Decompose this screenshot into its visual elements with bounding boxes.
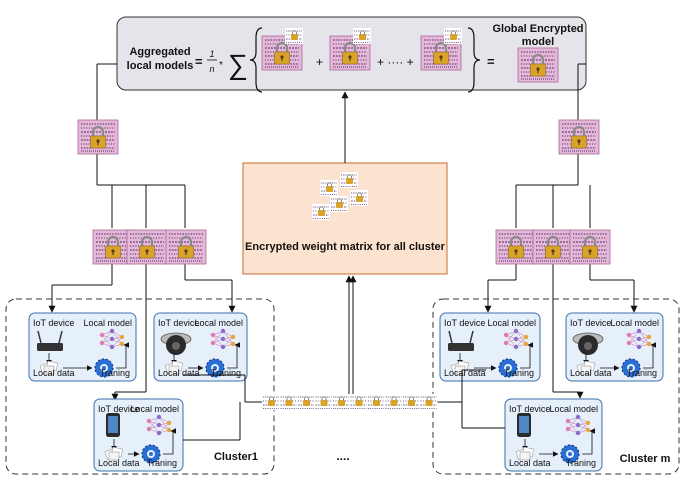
encrypted-weights-strip xyxy=(261,275,438,411)
local-data-label: Local data xyxy=(509,458,551,468)
iot-device-label: IoT device xyxy=(444,318,485,328)
matrix-binary-icon-4 xyxy=(349,189,369,207)
strip-binary-icon-3 xyxy=(296,393,316,411)
formula-sigma: ∑ xyxy=(228,49,248,80)
right-lock-icon-2 xyxy=(531,228,575,266)
right-top-lock-icon xyxy=(557,118,601,156)
matrix-binary-icon-5 xyxy=(311,203,331,221)
binary-icon-1 xyxy=(284,27,304,45)
encrypted-weight-matrix-box: Encrypted weight matrix for all cluster xyxy=(242,162,448,275)
matrix-binary-icon-1 xyxy=(319,179,339,197)
left-brace xyxy=(249,27,263,93)
binary-icon-2 xyxy=(352,27,372,45)
left-top-lock-icon xyxy=(76,118,120,156)
formula-close-equals: = xyxy=(487,54,495,69)
strip-connectors xyxy=(183,369,505,441)
local-data-label: Local data xyxy=(33,368,75,378)
strip-binary-icon-6 xyxy=(349,393,368,411)
cluster-m-box xyxy=(432,298,680,475)
local-data-label: Local data xyxy=(570,368,612,378)
global-label-line2: model xyxy=(522,36,554,48)
iot-device-label: IoT device xyxy=(509,404,550,414)
formula-equals: = xyxy=(195,54,203,69)
training-label: Traning xyxy=(100,368,130,378)
matrix-binary-icon-2 xyxy=(339,171,359,189)
local-model-label: Local model xyxy=(130,404,179,414)
aggregated-label-line1: Aggregated xyxy=(129,46,190,58)
iot-device-label: IoT device xyxy=(98,404,139,414)
strip-binary-icon-1 xyxy=(261,393,281,411)
global-model-lock-icon xyxy=(516,46,560,84)
iot-device-label: IoT device xyxy=(158,318,199,328)
cluster1-label: Cluster1 xyxy=(214,451,258,463)
middle-ellipsis: .... xyxy=(336,449,349,463)
local-data-label: Local data xyxy=(158,368,200,378)
global-label-line1: Global Encrypted xyxy=(492,23,583,35)
training-label: Traning xyxy=(566,458,596,468)
strip-binary-icon-10 xyxy=(419,393,438,411)
left-connectors xyxy=(48,63,236,401)
formula-denominator: n xyxy=(209,64,214,74)
left-lock-icon-2 xyxy=(125,228,169,266)
matrix-binary-icon-3 xyxy=(329,195,349,213)
right-brace xyxy=(467,27,481,93)
left-lock-icon-3 xyxy=(164,228,208,266)
strip-binary-icon-2 xyxy=(279,393,298,411)
router-icon xyxy=(448,343,474,351)
training-label: Traning xyxy=(627,368,657,378)
local-data-label: Local data xyxy=(444,368,486,378)
router-icon xyxy=(37,343,63,351)
formula-times: * xyxy=(219,60,223,71)
encrypted-weight-matrix-label: Encrypted weight matrix for all cluster xyxy=(245,241,446,253)
local-data-label: Local data xyxy=(98,458,140,468)
iot-device-label: IoT device xyxy=(33,318,74,328)
iot-device-label: IoT device xyxy=(570,318,611,328)
local-model-label: Local model xyxy=(487,318,536,328)
strip-binary-icon-5 xyxy=(331,393,351,411)
strip-binary-icon-7 xyxy=(366,393,386,411)
right-lock-icon-3 xyxy=(568,228,612,266)
strip-binary-icon-9 xyxy=(401,393,421,411)
training-label: Traning xyxy=(504,368,534,378)
right-connectors xyxy=(484,63,638,399)
local-model-label: Local model xyxy=(610,318,659,328)
formula-dots: + ···· + xyxy=(377,55,414,69)
aggregated-label-line2: local models xyxy=(127,60,194,72)
local-model-label: Local model xyxy=(83,318,132,328)
training-label: Traning xyxy=(147,458,177,468)
formula-numerator: 1 xyxy=(209,49,214,59)
cluster1-box xyxy=(5,298,275,475)
local-model-label: Local model xyxy=(549,404,598,414)
training-label: Traning xyxy=(211,368,241,378)
formula-plus: + xyxy=(316,55,323,69)
cluster-m-label: Cluster m xyxy=(620,453,671,465)
aggregation-box: Aggregated local models = 1 n * ∑ + + ··… xyxy=(116,16,587,93)
local-model-label: Local model xyxy=(194,318,243,328)
binary-icon-3 xyxy=(443,27,463,45)
strip-binary-icon-8 xyxy=(384,393,403,411)
right-lock-icon-1 xyxy=(494,228,538,266)
strip-binary-icon-4 xyxy=(314,393,333,411)
